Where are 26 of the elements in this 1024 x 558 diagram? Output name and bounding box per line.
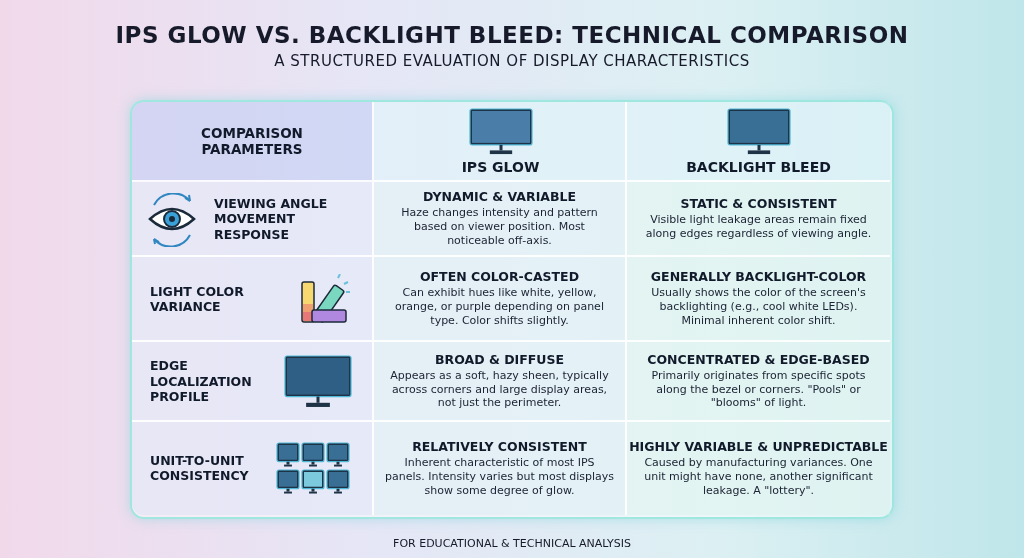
row-header: VIEWING ANGLE MOVEMENT RESPONSE bbox=[214, 195, 329, 243]
cell-heading: OFTEN COLOR-CASTED bbox=[419, 269, 580, 285]
column-header: BACKLIGHT BLEED bbox=[685, 159, 832, 175]
cell-heading: CONCENTRATED & EDGE-BASED bbox=[647, 351, 870, 367]
column-header: IPS GLOW bbox=[460, 159, 541, 175]
cell-text: Visible light leakage areas remain fixed along edges regardless of viewing angle. bbox=[644, 213, 873, 241]
subtitle: A STRUCTURED EVALUATION OF DISPLAY CHARACTERISTICS bbox=[273, 52, 751, 70]
row-header: EDGE LOCALIZATION PROFILE bbox=[150, 358, 253, 405]
column-header: COMPARISON PARAMETERS bbox=[200, 125, 304, 157]
cell-heading: STATIC & CONSISTENT bbox=[680, 196, 837, 212]
cell-text: Caused by manufacturing variances. One unit might have none, another significant leakage. A "lottery". bbox=[643, 456, 874, 498]
title: IPS GLOW VS. BACKLIGHT BLEED: TECHNICAL COMPARISON bbox=[114, 22, 910, 48]
cell-text: Usually shows the color of the screen's backlighting (e.g., cool white LEDs). Minimal inherent color shift. bbox=[650, 286, 867, 328]
cell-text: Primarily originates from specific spots along the bezel or corners. "Pools" or "blooms" of light. bbox=[650, 368, 867, 411]
row-header: UNIT-TO-UNIT CONSISTENCY bbox=[150, 452, 250, 484]
row-header: LIGHT COLOR VARIANCE bbox=[150, 283, 245, 315]
cell-text: Inherent characteristic of most IPS panels. Intensity varies but most displays show some degree of glow. bbox=[384, 456, 615, 498]
cell-text: Haze changes intensity and pattern based on viewer position. Most noticeable off-axis. bbox=[400, 206, 599, 248]
cell-heading: RELATIVELY CONSISTENT bbox=[412, 439, 587, 455]
cell-text: Can exhibit hues like white, yellow, orange, or purple depending on panel type. Color shifts slightly. bbox=[394, 286, 605, 328]
cell-heading: DYNAMIC & VARIABLE bbox=[423, 189, 576, 205]
cell-text: Appears as a soft, hazy sheen, typically across corners and large display areas, not just the perimeter. bbox=[389, 368, 610, 411]
cell-heading: HIGHLY VARIABLE & UNPREDICTABLE bbox=[629, 439, 888, 455]
cell-heading: BROAD & DIFFUSE bbox=[435, 351, 564, 367]
caption: FOR EDUCATIONAL & TECHNICAL ANALYSIS bbox=[392, 537, 632, 550]
cell-heading: GENERALLY BACKLIGHT-COLOR bbox=[650, 269, 867, 285]
